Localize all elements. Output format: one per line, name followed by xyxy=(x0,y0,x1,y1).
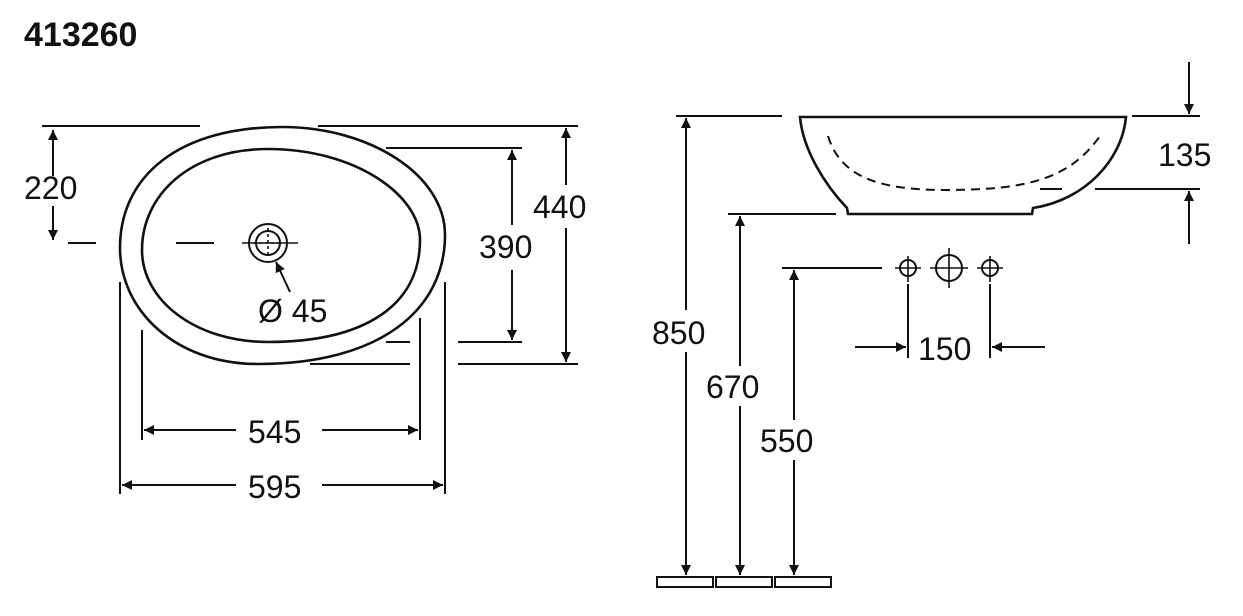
drain-diameter-label: Ø 45 xyxy=(258,293,327,329)
tap-hole-centre-icon xyxy=(930,248,968,288)
basin-inner-bowl xyxy=(140,147,422,344)
dim-390-label: 390 xyxy=(479,229,532,265)
dim-150-label: 150 xyxy=(918,331,971,367)
dim-595-label: 595 xyxy=(248,469,301,505)
dim-550-label: 550 xyxy=(760,423,813,459)
floor-plate xyxy=(656,576,714,588)
basin-outer-rim xyxy=(118,125,447,366)
dim-850-label: 850 xyxy=(652,315,705,351)
top-view: Ø 45 220 390 440 545 595 xyxy=(24,125,586,505)
dim-545-label: 545 xyxy=(248,414,301,450)
dim-670-label: 670 xyxy=(706,369,759,405)
dim-135-label: 135 xyxy=(1158,137,1211,173)
floor-plate xyxy=(715,576,773,588)
basin-inner-hidden-line xyxy=(827,135,1101,192)
side-view: 135 150 850 670 xyxy=(652,62,1211,588)
tap-hole-right-icon xyxy=(977,256,1003,282)
tap-hole-left-icon xyxy=(895,256,921,282)
basin-side-profile xyxy=(798,115,1128,216)
dim-220-label: 220 xyxy=(24,170,77,206)
drawing-title: 413260 xyxy=(24,16,138,54)
floor-plate xyxy=(774,576,832,588)
dim-440-label: 440 xyxy=(533,189,586,225)
